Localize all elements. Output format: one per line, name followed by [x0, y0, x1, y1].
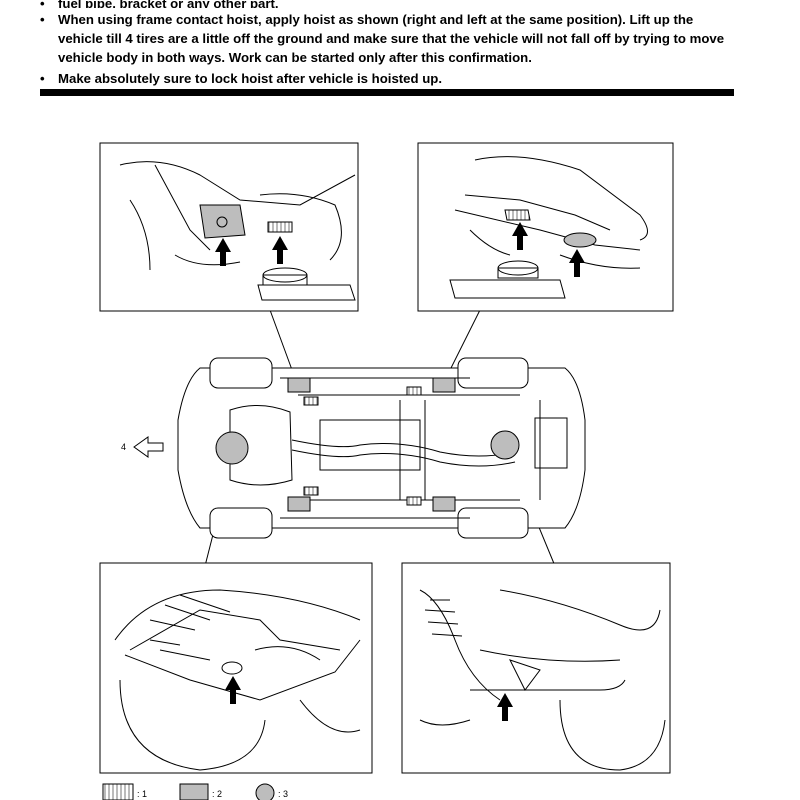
vehicle-underside — [177, 357, 586, 539]
legend-label-1: : 1 — [137, 789, 147, 799]
direction-label: 4 — [121, 442, 126, 452]
arrow-icon — [225, 676, 241, 704]
legend-hatched-symbol — [102, 783, 134, 800]
legend-circle-symbol — [255, 783, 275, 800]
arrow-icon — [497, 693, 513, 721]
arrow-icon — [215, 236, 288, 266]
detail-front-left-frame — [99, 142, 359, 312]
detail-rear-hoist-point — [401, 562, 671, 774]
legend-label-2: : 2 — [212, 789, 222, 799]
note-item: Make absolutely sure to lock hoist after… — [40, 69, 740, 88]
arrow-icon — [512, 222, 585, 277]
front-direction-arrow — [133, 436, 164, 458]
detail-front-hoist-point — [99, 562, 373, 774]
legend-gray-symbol — [179, 783, 209, 800]
legend — [102, 783, 275, 800]
section-divider — [40, 89, 734, 96]
legend-label-3: : 3 — [278, 789, 288, 799]
warning-notes: fuel pipe, bracket or any other part. Wh… — [40, 0, 740, 88]
note-item: When using frame contact hoist, apply ho… — [40, 10, 740, 67]
note-item: fuel pipe, bracket or any other part. — [40, 0, 740, 8]
detail-rear-left-frame — [417, 142, 674, 312]
